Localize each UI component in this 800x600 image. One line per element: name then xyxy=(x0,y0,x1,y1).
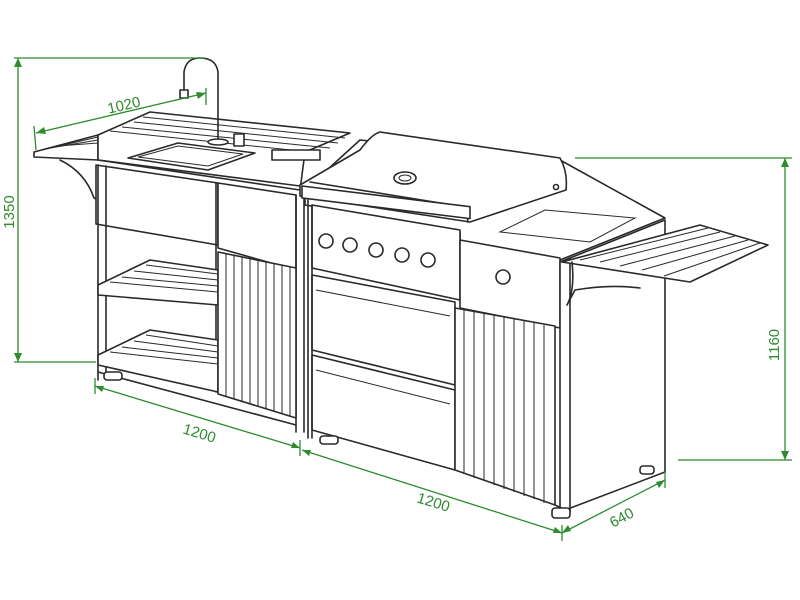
left-side-shelf xyxy=(33,134,99,201)
knob-icon xyxy=(394,247,410,263)
knob-icon xyxy=(318,233,334,249)
dimension-label-640: 640 xyxy=(607,505,637,532)
right-side-shelf xyxy=(561,224,769,306)
dimension-label-1200-left: 1200 xyxy=(181,421,218,447)
grill-unit xyxy=(299,131,769,519)
sink-basin xyxy=(127,142,321,171)
sink-cabinet-frame xyxy=(95,164,305,433)
dimension-label-1200-right: 1200 xyxy=(415,490,452,516)
dimension-label-1160: 1160 xyxy=(766,329,783,361)
dimension-total-height: 1350 xyxy=(1,57,205,363)
dimension-label-1020: 1020 xyxy=(106,94,142,118)
knob-icon xyxy=(342,237,358,253)
sink-slatted-door xyxy=(217,251,297,419)
grill-lid xyxy=(299,131,568,223)
knob-icon xyxy=(420,252,436,268)
dimension-label-1350: 1350 xyxy=(1,195,18,228)
knob-icon xyxy=(368,242,384,258)
grill-slatted-door xyxy=(454,307,556,506)
knob-icon xyxy=(495,269,511,285)
grill-control-panel xyxy=(311,204,461,301)
sink-unit xyxy=(33,57,351,433)
dimension-counter-height: 1160 xyxy=(575,157,792,461)
